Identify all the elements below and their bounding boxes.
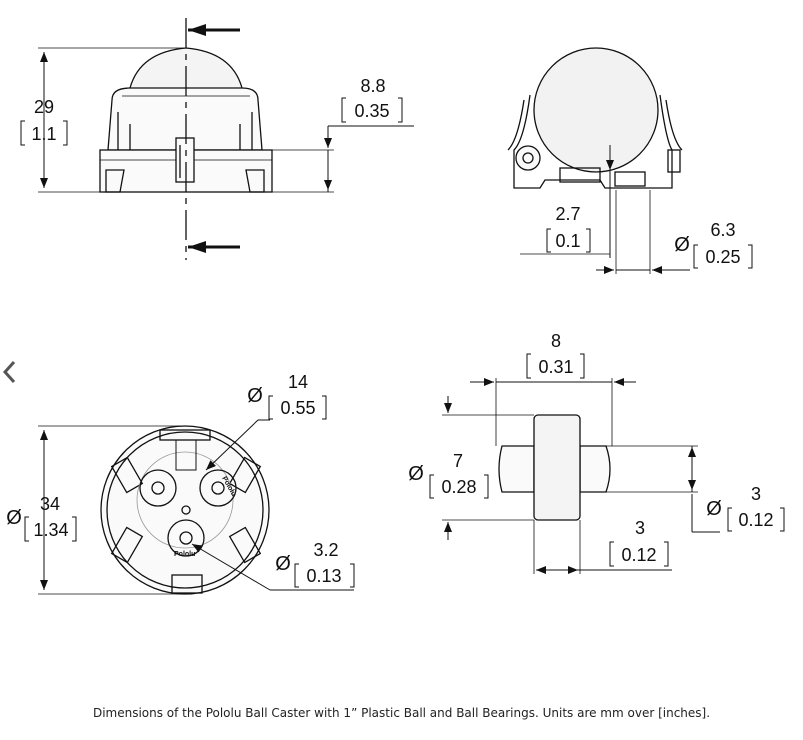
bearing-diameter-dimension xyxy=(442,396,534,540)
bearing-diameter-symbol: Ø xyxy=(408,463,424,485)
mount-hole-mm: 3.2 xyxy=(313,540,338,560)
mount-hole-in-brackets xyxy=(294,563,355,588)
outer-diameter-mm: 34 xyxy=(40,494,60,514)
mount-hole-in: 0.13 xyxy=(306,566,341,586)
height-in: 1.1 xyxy=(31,124,56,144)
ball-circle-in-brackets xyxy=(268,395,327,420)
bearing-width-in: 0.12 xyxy=(621,545,656,565)
bearing-length-dimension xyxy=(470,378,636,446)
bearing-length-mm: 8 xyxy=(551,331,561,351)
bearing-width-in-brackets xyxy=(609,541,669,567)
ball-circle-dimension xyxy=(205,419,270,471)
bearing-hole-in: 0.25 xyxy=(705,247,740,267)
base-height-in: 0.35 xyxy=(354,101,389,121)
ball-circle-diameter-symbol: Ø xyxy=(247,385,263,407)
bearing-width-dimension xyxy=(533,520,672,574)
bearing-offset-in-brackets xyxy=(546,228,591,253)
bearing-length-in-brackets xyxy=(526,353,585,379)
bottom-view xyxy=(100,425,270,595)
figure-caption: Dimensions of the Pololu Ball Caster wit… xyxy=(92,706,711,720)
chevron-left-icon[interactable] xyxy=(0,358,20,386)
outer-diameter-symbol: Ø xyxy=(6,507,22,529)
mount-hole-diameter-symbol: Ø xyxy=(275,553,291,575)
shaft-diameter-in: 0.12 xyxy=(738,510,773,530)
section-view xyxy=(507,47,683,200)
bearing-view xyxy=(498,414,611,521)
height-in-brackets xyxy=(20,120,68,146)
shaft-diameter-symbol: Ø xyxy=(706,498,722,520)
outer-diameter-in: 1.34 xyxy=(33,520,68,540)
bearing-offset-dimension xyxy=(520,145,614,258)
base-height-mm: 8.8 xyxy=(360,76,385,96)
side-view xyxy=(99,47,273,193)
bearing-offset-in: 0.1 xyxy=(555,231,580,251)
height-mm: 29 xyxy=(34,97,54,117)
bottom-logo-2: Pololu xyxy=(174,551,195,558)
bearing-hole-dimension xyxy=(596,190,690,274)
ball-circle-in: 0.55 xyxy=(280,398,315,418)
shaft-diameter-in-brackets xyxy=(727,507,785,532)
bearing-length-in: 0.31 xyxy=(538,357,573,377)
bearing-offset-mm: 2.7 xyxy=(555,204,580,224)
bearing-hole-diameter-symbol: Ø xyxy=(674,234,690,256)
bearing-width-mm: 3 xyxy=(635,518,645,538)
bearing-diameter-in: 0.28 xyxy=(441,477,476,497)
section-cut-line xyxy=(185,18,240,260)
bearing-hole-mm: 6.3 xyxy=(710,220,735,240)
bearing-diameter-in-brackets xyxy=(429,474,489,499)
mount-hole-dimension xyxy=(191,543,354,591)
shaft-diameter-dimension xyxy=(606,445,720,533)
bearing-diameter-mm: 7 xyxy=(453,451,463,471)
base-height-in-brackets xyxy=(341,97,403,123)
ball-circle-mm: 14 xyxy=(288,372,308,392)
shaft-diameter-mm: 3 xyxy=(751,484,761,504)
height-dimension xyxy=(38,47,186,193)
base-height-dimension xyxy=(272,125,414,193)
outer-diameter-in-brackets xyxy=(24,516,77,542)
bearing-hole-in-brackets xyxy=(693,244,753,269)
outer-diameter-dimension xyxy=(38,425,185,595)
